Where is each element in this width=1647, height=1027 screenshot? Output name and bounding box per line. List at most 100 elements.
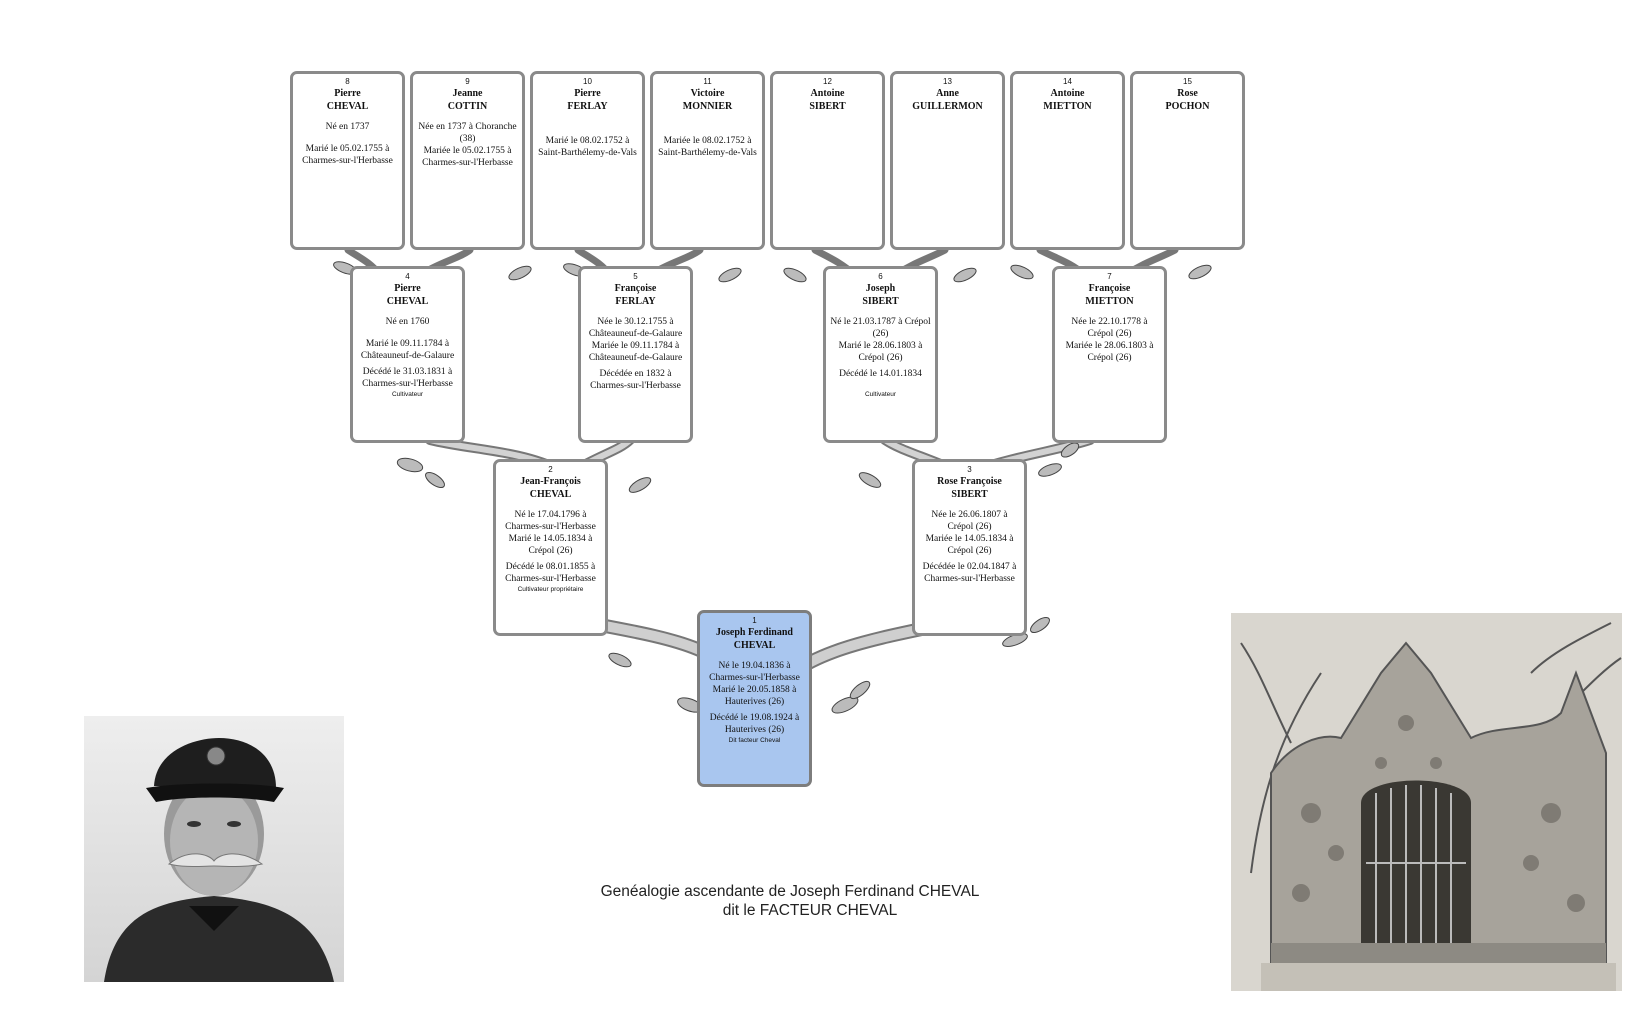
surname: SIBERT: [809, 101, 846, 112]
sosa-number: 11: [703, 77, 712, 86]
death-line: Décédé le 19.08.1924 à: [709, 713, 800, 723]
person-card-3[interactable]: 3 Rose Françoise SIBERT Née le 26.06.180…: [912, 459, 1027, 636]
given-name: Jean-François: [520, 476, 581, 487]
sosa-number: 10: [583, 77, 592, 86]
sosa-number: 12: [823, 77, 832, 86]
person-card-13[interactable]: 13 Anne GUILLERMON: [890, 71, 1005, 250]
sosa-number: 15: [1183, 77, 1192, 86]
given-name: Pierre: [334, 88, 361, 99]
birth-line: Née le 26.06.1807 à: [931, 510, 1008, 520]
marriage-place: Crépol (26): [528, 546, 573, 556]
marriage-place: Châteauneuf-de-Galaure: [360, 351, 455, 361]
occupation: Dit facteur Cheval: [728, 737, 781, 744]
surname: POCHON: [1165, 101, 1210, 112]
given-name: Françoise: [1088, 283, 1131, 294]
death-place: Charmes-sur-l'Herbasse: [590, 381, 681, 391]
death-place: Charmes-sur-l'Herbasse: [362, 379, 453, 389]
given-name: Rose: [1177, 88, 1198, 99]
marriage-line: Mariée le 28.06.1803 à: [1065, 341, 1154, 351]
person-card-10[interactable]: 10 Pierre FERLAY Marié le 08.02.1752 à S…: [530, 71, 645, 250]
birth-place: Crépol (26): [947, 522, 992, 532]
marriage-place: Saint-Barthélemy-de-Vals: [538, 148, 637, 158]
sosa-number: 1: [752, 616, 757, 625]
birth-place: Charmes-sur-l'Herbasse: [505, 522, 596, 532]
sosa-number: 9: [465, 77, 470, 86]
person-card-11[interactable]: 11 Victoire MONNIER Mariée le 08.02.1752…: [650, 71, 765, 250]
given-name: Antoine: [1050, 88, 1085, 99]
birth-place: Charmes-sur-l'Herbasse: [709, 673, 800, 683]
birth-place: (38): [459, 134, 476, 144]
surname: MONNIER: [682, 101, 733, 112]
death-line: Décédée en 1832 à: [599, 369, 672, 379]
marriage-line: Marié le 20.05.1858 à: [712, 685, 797, 695]
sosa-number: 5: [633, 272, 638, 281]
person-card-7[interactable]: 7 Françoise MIETTON Née le 22.10.1778 à …: [1052, 266, 1167, 443]
person-card-1[interactable]: 1 Joseph Ferdinand CHEVAL Né le 19.04.18…: [697, 610, 812, 787]
given-name: Jeanne: [452, 88, 483, 99]
birth-line: Né le 19.04.1836 à: [718, 661, 791, 671]
sosa-number: 4: [405, 272, 410, 281]
sosa-number: 13: [943, 77, 952, 86]
given-name: Pierre: [394, 283, 421, 294]
birth-line: Née le 30.12.1755 à: [597, 317, 674, 327]
given-name: Anne: [936, 88, 959, 99]
given-name: Rose Françoise: [937, 476, 1002, 487]
surname: MIETTON: [1085, 296, 1134, 307]
surname: COTTIN: [447, 101, 488, 112]
given-name: Joseph: [865, 283, 896, 294]
death-place: Charmes-sur-l'Herbasse: [505, 574, 596, 584]
occupation: Cultivateur propriétaire: [517, 586, 584, 593]
marriage-place: Crépol (26): [947, 546, 992, 556]
person-card-14[interactable]: 14 Antoine MIETTON: [1010, 71, 1125, 250]
person-card-4[interactable]: 4 Pierre CHEVAL Né en 1760 Marié le 09.1…: [350, 266, 465, 443]
occupation: Cultivateur: [864, 391, 897, 398]
sosa-number: 8: [345, 77, 350, 86]
marriage-line: Marié le 08.02.1752 à: [545, 136, 630, 146]
marriage-line: Marié le 14.05.1834 à: [508, 534, 593, 544]
birth-place: Châteauneuf-de-Galaure: [588, 329, 683, 339]
sosa-number: 6: [878, 272, 883, 281]
person-card-8[interactable]: 8 Pierre CHEVAL Né en 1737 Marié le 05.0…: [290, 71, 405, 250]
person-card-15[interactable]: 15 Rose POCHON: [1130, 71, 1245, 250]
surname: CHEVAL: [733, 640, 776, 651]
given-name: Victoire: [690, 88, 725, 99]
surname: CHEVAL: [529, 489, 572, 500]
surname: CHEVAL: [326, 101, 369, 112]
person-card-2[interactable]: 2 Jean-François CHEVAL Né le 17.04.1796 …: [493, 459, 608, 636]
birth-place: Crépol (26): [1087, 329, 1132, 339]
surname: GUILLERMON: [912, 101, 983, 112]
sosa-number: 7: [1107, 272, 1112, 281]
caption-line-2: dit le FACTEUR CHEVAL: [722, 902, 898, 919]
death-line: Décédé le 08.01.1855 à: [505, 562, 596, 572]
marriage-place: Saint-Barthélemy-de-Vals: [658, 148, 757, 158]
marriage-place: Hauterives (26): [724, 697, 785, 707]
surname: FERLAY: [615, 296, 656, 307]
death-line: Décédée le 02.04.1847 à: [922, 562, 1017, 572]
marriage-line: Marié le 09.11.1784 à: [365, 339, 450, 349]
palais-ideal-photo: [1231, 613, 1622, 991]
page-caption: Genéalogie ascendante de Joseph Ferdinan…: [500, 882, 1080, 920]
person-card-12[interactable]: 12 Antoine SIBERT: [770, 71, 885, 250]
marriage-line: Mariée le 09.11.1784 à: [591, 341, 680, 351]
person-card-9[interactable]: 9 Jeanne COTTIN Née en 1737 à Choranche …: [410, 71, 525, 250]
caption-line-1: Genéalogie ascendante de Joseph Ferdinan…: [600, 883, 980, 900]
marriage-place: Charmes-sur-l'Herbasse: [422, 158, 513, 168]
person-card-6[interactable]: 6 Joseph SIBERT Né le 21.03.1787 à Crépo…: [823, 266, 938, 443]
marriage-line: Mariée le 14.05.1834 à: [925, 534, 1014, 544]
marriage-line: Marié le 05.02.1755 à: [305, 144, 390, 154]
death-line: Décédé le 14.01.1834: [839, 369, 922, 379]
sosa-number: 3: [967, 465, 972, 474]
surname: CHEVAL: [386, 296, 429, 307]
surname: FERLAY: [567, 101, 608, 112]
birth-line: Née le 22.10.1778 à: [1071, 317, 1148, 327]
marriage-line: Mariée le 05.02.1755 à: [423, 146, 512, 156]
death-line: Décédé le 31.03.1831 à: [362, 367, 453, 377]
surname: SIBERT: [951, 489, 988, 500]
given-name: Joseph Ferdinand: [716, 627, 793, 638]
given-name: Pierre: [574, 88, 601, 99]
person-card-5[interactable]: 5 Françoise FERLAY Née le 30.12.1755 à C…: [578, 266, 693, 443]
portrait-photo: [84, 716, 344, 982]
surname: SIBERT: [862, 296, 899, 307]
marriage-place: Charmes-sur-l'Herbasse: [302, 156, 393, 166]
occupation: Cultivateur: [391, 391, 424, 398]
